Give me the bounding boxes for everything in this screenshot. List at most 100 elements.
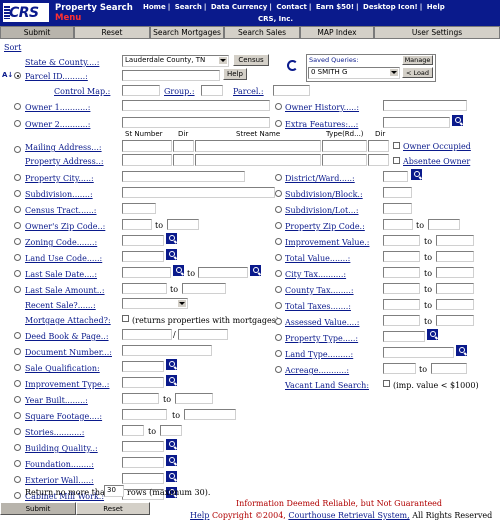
owner-history-field[interactable]	[383, 100, 467, 111]
district-ward-search-icon[interactable]	[411, 169, 422, 180]
sort-radio-land-use[interactable]	[14, 254, 21, 261]
sort-radio-owner2[interactable]	[14, 120, 21, 127]
tab-submit[interactable]: Submit	[0, 26, 74, 39]
sort-radio-zoning[interactable]	[14, 238, 21, 245]
year-built-to-field[interactable]	[175, 393, 213, 404]
sort-radio-property-city[interactable]	[14, 174, 21, 181]
zoning-code-field[interactable]	[122, 235, 164, 246]
mailing-type[interactable]	[322, 140, 367, 152]
property-street[interactable]	[195, 154, 321, 166]
improvement-type-search-icon[interactable]	[166, 375, 177, 386]
assessed-value-to-field[interactable]	[436, 315, 474, 326]
improvement-type-label[interactable]: Improvement Type..:	[25, 380, 110, 389]
deed-book-page-label[interactable]: Deed Book & Page..:	[25, 332, 109, 341]
cabinet-mill-work-search-icon[interactable]	[166, 487, 177, 498]
improvement-value-from[interactable]	[383, 235, 420, 246]
county-tax-from[interactable]	[383, 283, 420, 294]
stories-to-field[interactable]	[160, 425, 182, 436]
calendar-to-icon[interactable]	[250, 265, 261, 276]
sort-radio-city-tax[interactable]	[275, 270, 282, 277]
document-number-field[interactable]	[122, 345, 212, 356]
building-quality-label[interactable]: Building Quality..:	[25, 444, 98, 453]
last-sale-amount-from[interactable]	[122, 283, 167, 294]
year-built-label[interactable]: Year Built........:	[25, 396, 88, 405]
mortgage-attached-checkbox[interactable]	[122, 315, 129, 322]
extra-features-field[interactable]	[383, 117, 450, 128]
census-tract-label[interactable]: Census Tract......:	[25, 206, 97, 215]
extra-features-label[interactable]: Extra Features:...:	[285, 120, 359, 129]
zoning-search-icon[interactable]	[166, 233, 177, 244]
nav-desktop-icon[interactable]: Desktop Icon!	[363, 3, 418, 11]
sort-link[interactable]: Sort	[4, 43, 22, 52]
recent-sale-label[interactable]: Recent Sale?......:	[25, 301, 96, 310]
nav-help[interactable]: Help	[426, 3, 445, 11]
owners-zip-from[interactable]	[122, 219, 152, 230]
group-field[interactable]	[201, 85, 223, 96]
last-sale-amount-label[interactable]: Last Sale Amount..:	[25, 286, 105, 295]
property-type-field[interactable]	[383, 331, 425, 342]
control-map-label[interactable]: Control Map.:	[54, 87, 111, 96]
sort-radio-stories[interactable]	[14, 428, 21, 435]
refresh-icon[interactable]	[287, 60, 298, 71]
foundation-field[interactable]	[122, 457, 164, 468]
land-type-search-icon[interactable]	[456, 345, 467, 356]
property-type-search-icon[interactable]	[427, 329, 438, 340]
tab-user-settings[interactable]: User Settings	[374, 26, 500, 39]
sort-radio-land-type[interactable]	[275, 350, 282, 357]
tab-search-mortgages[interactable]: Search Mortgages	[150, 26, 224, 39]
sort-radio-property-zip[interactable]	[275, 222, 282, 229]
owner-history-label[interactable]: Owner History.....:	[285, 103, 360, 112]
city-tax-label[interactable]: City Tax..........:	[285, 270, 347, 279]
total-value-from[interactable]	[383, 251, 420, 262]
deed-book-field[interactable]	[122, 329, 172, 340]
subdivision-lot-label[interactable]: Subdivision/Lot...:	[285, 206, 359, 215]
parcel-label[interactable]: Parcel.:	[233, 87, 264, 96]
foundation-label[interactable]: Foundation........:	[25, 460, 94, 469]
absentee-owner-label[interactable]: Absentee Owner	[403, 157, 471, 166]
sort-radio-extra-features[interactable]	[275, 120, 282, 127]
owners-zip-to-field[interactable]	[167, 219, 199, 230]
city-tax-from[interactable]	[383, 267, 420, 278]
owners-zip-label[interactable]: Owner's Zip Code..:	[25, 222, 106, 231]
county-tax-to-field[interactable]	[436, 283, 474, 294]
parcel-id-label[interactable]: Parcel ID.........:	[25, 72, 88, 81]
census-tract-field[interactable]	[122, 203, 156, 214]
subdivision-block-label[interactable]: Subdivision/Block.:	[285, 190, 363, 199]
mortgage-attached-label[interactable]: Mortgage Attached?:	[25, 316, 111, 325]
sort-radio-parcel-id[interactable]	[14, 72, 21, 79]
property-address-label[interactable]: Property Address..:	[25, 157, 104, 166]
square-footage-label[interactable]: Square Footage....:	[25, 412, 103, 421]
sort-radio-total-taxes[interactable]	[275, 302, 282, 309]
acreage-label[interactable]: Acreage...........:	[285, 366, 350, 375]
property-city-label[interactable]: Property City.....:	[25, 174, 94, 183]
sort-radio-owners-zip[interactable]	[14, 222, 21, 229]
land-type-label[interactable]: Land Type.........:	[285, 350, 354, 359]
state-county-select[interactable]: Lauderdale County, TN	[122, 55, 229, 67]
sort-radio-last-sale-date[interactable]	[14, 270, 21, 277]
property-zip-from[interactable]	[383, 219, 413, 230]
nav-home[interactable]: Home	[143, 3, 166, 11]
last-sale-amount-to-field[interactable]	[182, 283, 226, 294]
recent-sale-select[interactable]	[122, 298, 188, 309]
sort-radio-property-type[interactable]	[275, 334, 282, 341]
sort-radio-owner1[interactable]	[14, 103, 21, 110]
control-map-field[interactable]	[122, 85, 160, 96]
total-value-label[interactable]: Total Value.......:	[285, 254, 351, 263]
extra-features-search-icon[interactable]	[452, 115, 463, 126]
acreage-to-field[interactable]	[431, 363, 467, 374]
manage-button[interactable]: Manage	[402, 55, 433, 65]
property-zip-label[interactable]: Property Zip Code.:	[285, 222, 365, 231]
owner2-label[interactable]: Owner 2...........:	[25, 120, 91, 129]
sort-radio-district-ward[interactable]	[275, 174, 282, 181]
sort-radio-improvement-value[interactable]	[275, 238, 282, 245]
county-tax-label[interactable]: County Tax........:	[285, 286, 354, 295]
foundation-search-icon[interactable]	[166, 455, 177, 466]
sort-radio-exterior-wall[interactable]	[14, 476, 21, 483]
bottom-submit-button[interactable]: Submit	[0, 502, 76, 515]
sort-radio-total-value[interactable]	[275, 254, 282, 261]
property-city-field[interactable]	[122, 171, 245, 182]
sort-radio-building-quality[interactable]	[14, 444, 21, 451]
tab-search-sales[interactable]: Search Sales	[224, 26, 300, 39]
calendar-from-icon[interactable]	[173, 265, 184, 276]
nav-earn[interactable]: Earn $50!	[315, 3, 355, 11]
